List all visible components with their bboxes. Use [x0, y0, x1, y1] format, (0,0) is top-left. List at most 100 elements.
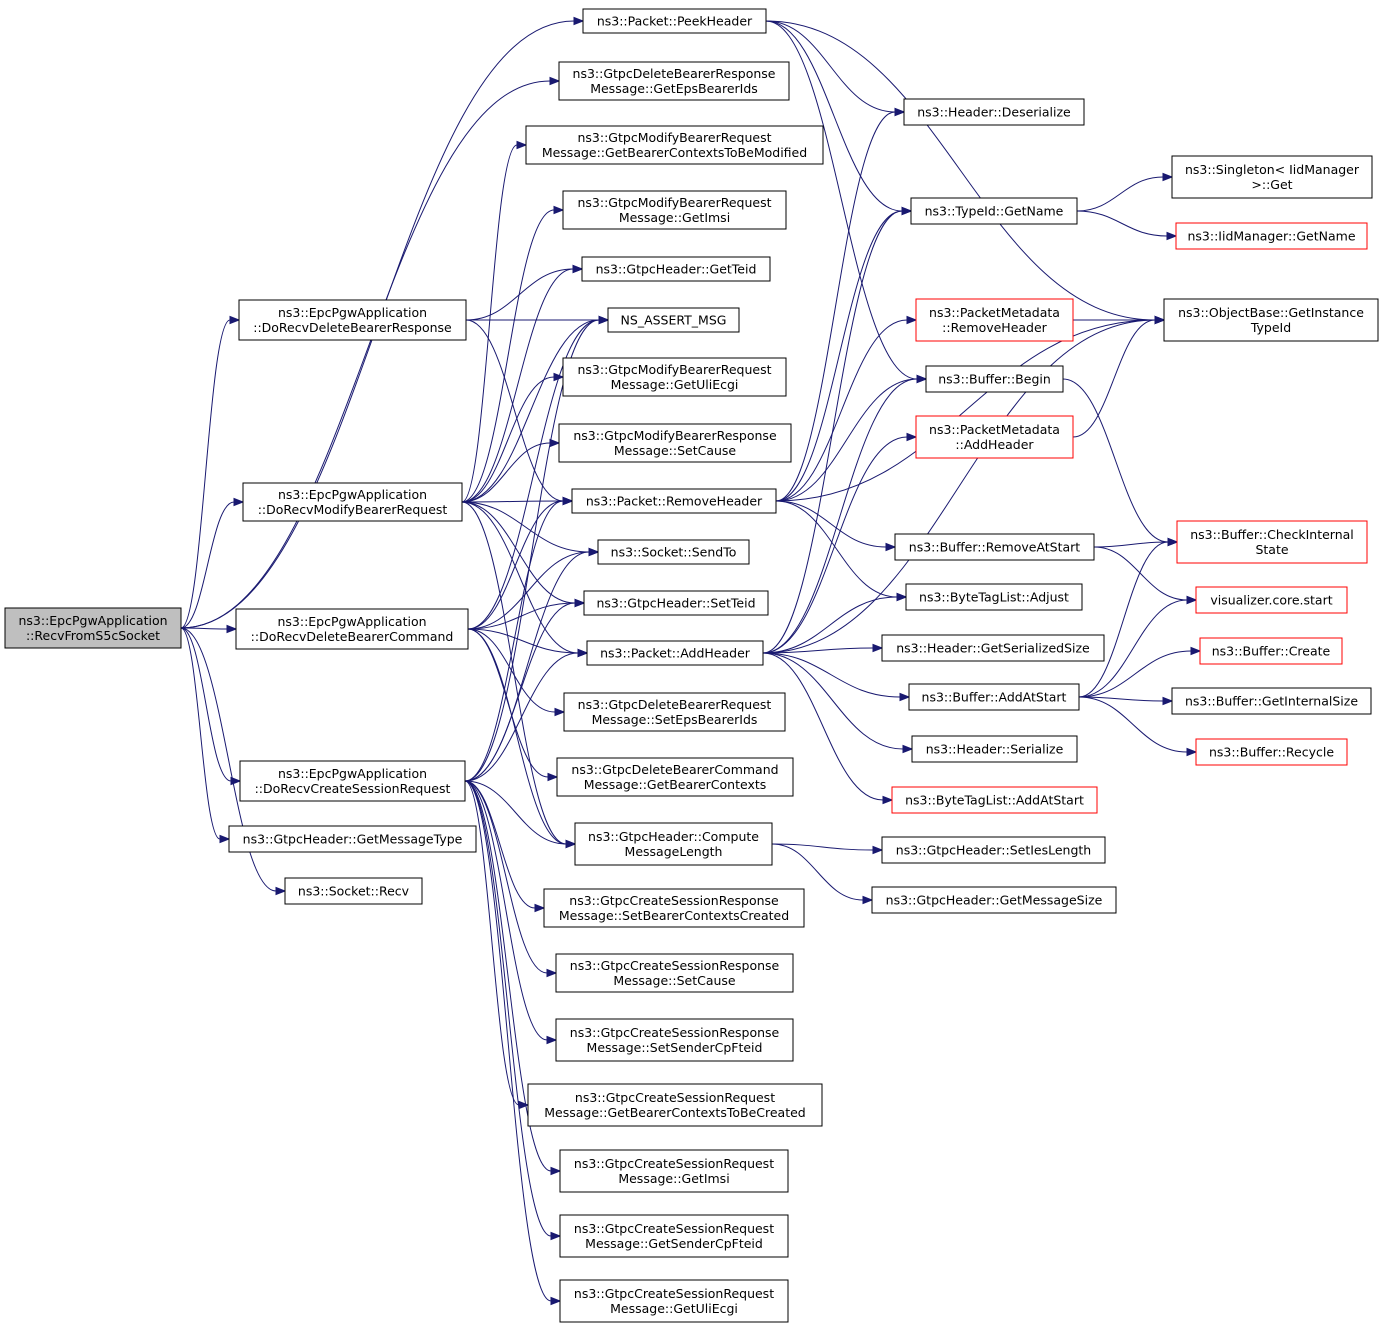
node-label: ns3::GtpcHeader::GetTeid	[596, 262, 757, 277]
call-edge	[461, 501, 579, 654]
node-sock-recv[interactable]: ns3::Socket::Recv	[284, 877, 423, 905]
node-box	[905, 583, 1083, 611]
node-box	[556, 757, 794, 797]
call-edge	[467, 551, 590, 630]
node-sendto[interactable]: ns3::Socket::SendTo	[597, 539, 750, 565]
node-box	[911, 735, 1078, 763]
call-edge	[461, 501, 576, 604]
node-label: NS_ASSERT_MSG	[621, 313, 727, 328]
node-buf-recycle[interactable]: ns3::Buffer::Recycle	[1195, 738, 1348, 766]
node-label: ns3::GtpcHeader::GetMessageSize	[886, 893, 1103, 908]
call-edge	[461, 500, 564, 503]
node-cs-req-fteid[interactable]: ns3::GtpcCreateSessionRequestMessage::Ge…	[559, 1214, 789, 1258]
node-iid-name[interactable]: ns3::IidManager::GetName	[1175, 222, 1368, 250]
arrow-head	[916, 374, 928, 384]
node-box	[4, 607, 182, 649]
node-box	[925, 365, 1064, 393]
node-label: ns3::GtpcCreateSessionResponse	[569, 893, 779, 908]
call-edge	[461, 501, 590, 553]
node-typeid-name[interactable]: ns3::TypeId::GetName	[910, 197, 1078, 225]
call-edge	[1076, 210, 1168, 237]
node-setieslen[interactable]: ns3::GtpcHeader::SetIesLength	[881, 836, 1106, 864]
node-mod-req-imsi[interactable]: ns3::GtpcModifyBearerRequestMessage::Get…	[562, 190, 787, 230]
node-getmsgsize[interactable]: ns3::GtpcHeader::GetMessageSize	[871, 886, 1117, 914]
node-buf-rmstart[interactable]: ns3::Buffer::RemoveAtStart	[894, 533, 1095, 561]
call-edge	[1072, 319, 1156, 438]
arrow-head	[598, 315, 610, 325]
node-do-cs-req[interactable]: ns3::EpcPgwApplication::DoRecvCreateSess…	[239, 760, 466, 802]
call-edge	[775, 319, 1156, 502]
node-box	[1195, 738, 1348, 766]
node-buf-addstart[interactable]: ns3::Buffer::AddAtStart	[908, 683, 1080, 711]
node-del-req-setids[interactable]: ns3::GtpcDeleteBearerRequestMessage::Set…	[563, 692, 786, 732]
call-edge	[1078, 696, 1164, 702]
node-cs-resp-cause[interactable]: ns3::GtpcCreateSessionResponseMessage::S…	[555, 953, 794, 993]
node-setteid[interactable]: ns3::GtpcHeader::SetTeid	[583, 590, 769, 616]
call-edge	[461, 209, 555, 503]
node-hdr-deser[interactable]: ns3::Header::Deserialize	[903, 98, 1085, 126]
node-peek[interactable]: ns3::Packet::PeekHeader	[582, 8, 767, 34]
node-nsassert[interactable]: NS_ASSERT_MSG	[607, 307, 740, 333]
node-do-del-cmd[interactable]: ns3::EpcPgwApplication::DoRecvDeleteBear…	[235, 608, 469, 650]
node-do-mod-req[interactable]: ns3::EpcPgwApplication::DoRecvModifyBear…	[242, 482, 463, 522]
call-edge	[765, 20, 1156, 321]
node-cs-resp-fteid[interactable]: ns3::GtpcCreateSessionResponseMessage::S…	[555, 1018, 794, 1062]
node-removeheader[interactable]: ns3::Packet::RemoveHeader	[571, 488, 777, 514]
node-label: ns3::Packet::RemoveHeader	[586, 494, 763, 509]
arrow-head	[546, 1035, 558, 1045]
node-buf-create[interactable]: ns3::Buffer::Create	[1199, 637, 1343, 665]
node-label: Message::SetBearerContextsCreated	[559, 908, 789, 923]
node-cs-req-uli[interactable]: ns3::GtpcCreateSessionRequestMessage::Ge…	[559, 1279, 789, 1323]
node-box	[228, 825, 477, 853]
node-pm-add[interactable]: ns3::PacketMetadata::AddHeader	[915, 415, 1074, 459]
node-label: ns3::GtpcHeader::GetMessageType	[243, 832, 463, 847]
call-edge	[461, 144, 518, 503]
node-cs-resp-setctx[interactable]: ns3::GtpcCreateSessionResponseMessage::S…	[543, 888, 805, 928]
call-edge	[464, 780, 548, 1041]
node-btl-addstart[interactable]: ns3::ByteTagList::AddAtStart	[891, 786, 1098, 814]
node-del-cmd-ctx[interactable]: ns3::GtpcDeleteBearerCommandMessage::Get…	[556, 757, 794, 797]
call-edge	[765, 20, 896, 113]
call-edge	[775, 319, 908, 502]
node-box	[586, 640, 764, 666]
node-addheader[interactable]: ns3::Packet::AddHeader	[586, 640, 764, 666]
node-mod-req-uli[interactable]: ns3::GtpcModifyBearerRequestMessage::Get…	[562, 357, 787, 397]
node-singleton[interactable]: ns3::Singleton< IidManager>::Get	[1171, 155, 1373, 199]
node-hdr-sersize[interactable]: ns3::Header::GetSerializedSize	[881, 634, 1105, 662]
call-edge	[180, 627, 232, 782]
call-edge	[180, 501, 235, 629]
node-getteid[interactable]: ns3::GtpcHeader::GetTeid	[581, 256, 771, 282]
edge-layer	[180, 16, 1202, 1306]
call-edge	[1093, 546, 1188, 601]
node-recv-s5c[interactable]: ns3::EpcPgwApplication::RecvFromS5cSocke…	[4, 607, 182, 649]
node-do-del-resp[interactable]: ns3::EpcPgwApplication::DoRecvDeleteBear…	[238, 299, 467, 341]
arrow-head	[226, 624, 238, 634]
node-box	[543, 888, 805, 928]
node-buf-isize[interactable]: ns3::Buffer::GetInternalSize	[1171, 687, 1372, 715]
node-cs-req-ctx[interactable]: ns3::GtpcCreateSessionRequestMessage::Ge…	[527, 1083, 823, 1127]
node-viz-start[interactable]: visualizer.core.start	[1195, 586, 1348, 614]
call-edge	[464, 780, 552, 1237]
node-label: ns3::Buffer::CheckInternal	[1190, 527, 1354, 542]
node-buf-begin[interactable]: ns3::Buffer::Begin	[925, 365, 1064, 393]
node-cs-req-imsi[interactable]: ns3::GtpcCreateSessionRequestMessage::Ge…	[559, 1149, 789, 1193]
node-del-resp-getids[interactable]: ns3::GtpcDeleteBearerResponseMessage::Ge…	[558, 61, 790, 101]
arrow-head	[562, 496, 574, 506]
node-label: ::DoRecvDeleteBearerResponse	[253, 320, 452, 335]
arrow-head	[574, 598, 586, 608]
node-getmsgtype[interactable]: ns3::GtpcHeader::GetMessageType	[228, 825, 477, 853]
node-mod-req-getctx[interactable]: ns3::GtpcModifyBearerRequestMessage::Get…	[525, 125, 824, 165]
call-edge	[467, 319, 600, 630]
node-btl-adjust[interactable]: ns3::ByteTagList::Adjust	[905, 583, 1083, 611]
node-label: Message::GetBearerContexts	[584, 777, 767, 792]
node-hdr-ser[interactable]: ns3::Header::Serialize	[911, 735, 1078, 763]
call-edge	[762, 378, 918, 654]
node-box	[582, 8, 767, 34]
node-label: ns3::GtpcCreateSessionResponse	[570, 1025, 780, 1040]
node-pm-remove[interactable]: ns3::PacketMetadata::RemoveHeader	[915, 298, 1074, 342]
node-mod-resp-cause[interactable]: ns3::GtpcModifyBearerResponseMessage::Se…	[558, 423, 792, 463]
